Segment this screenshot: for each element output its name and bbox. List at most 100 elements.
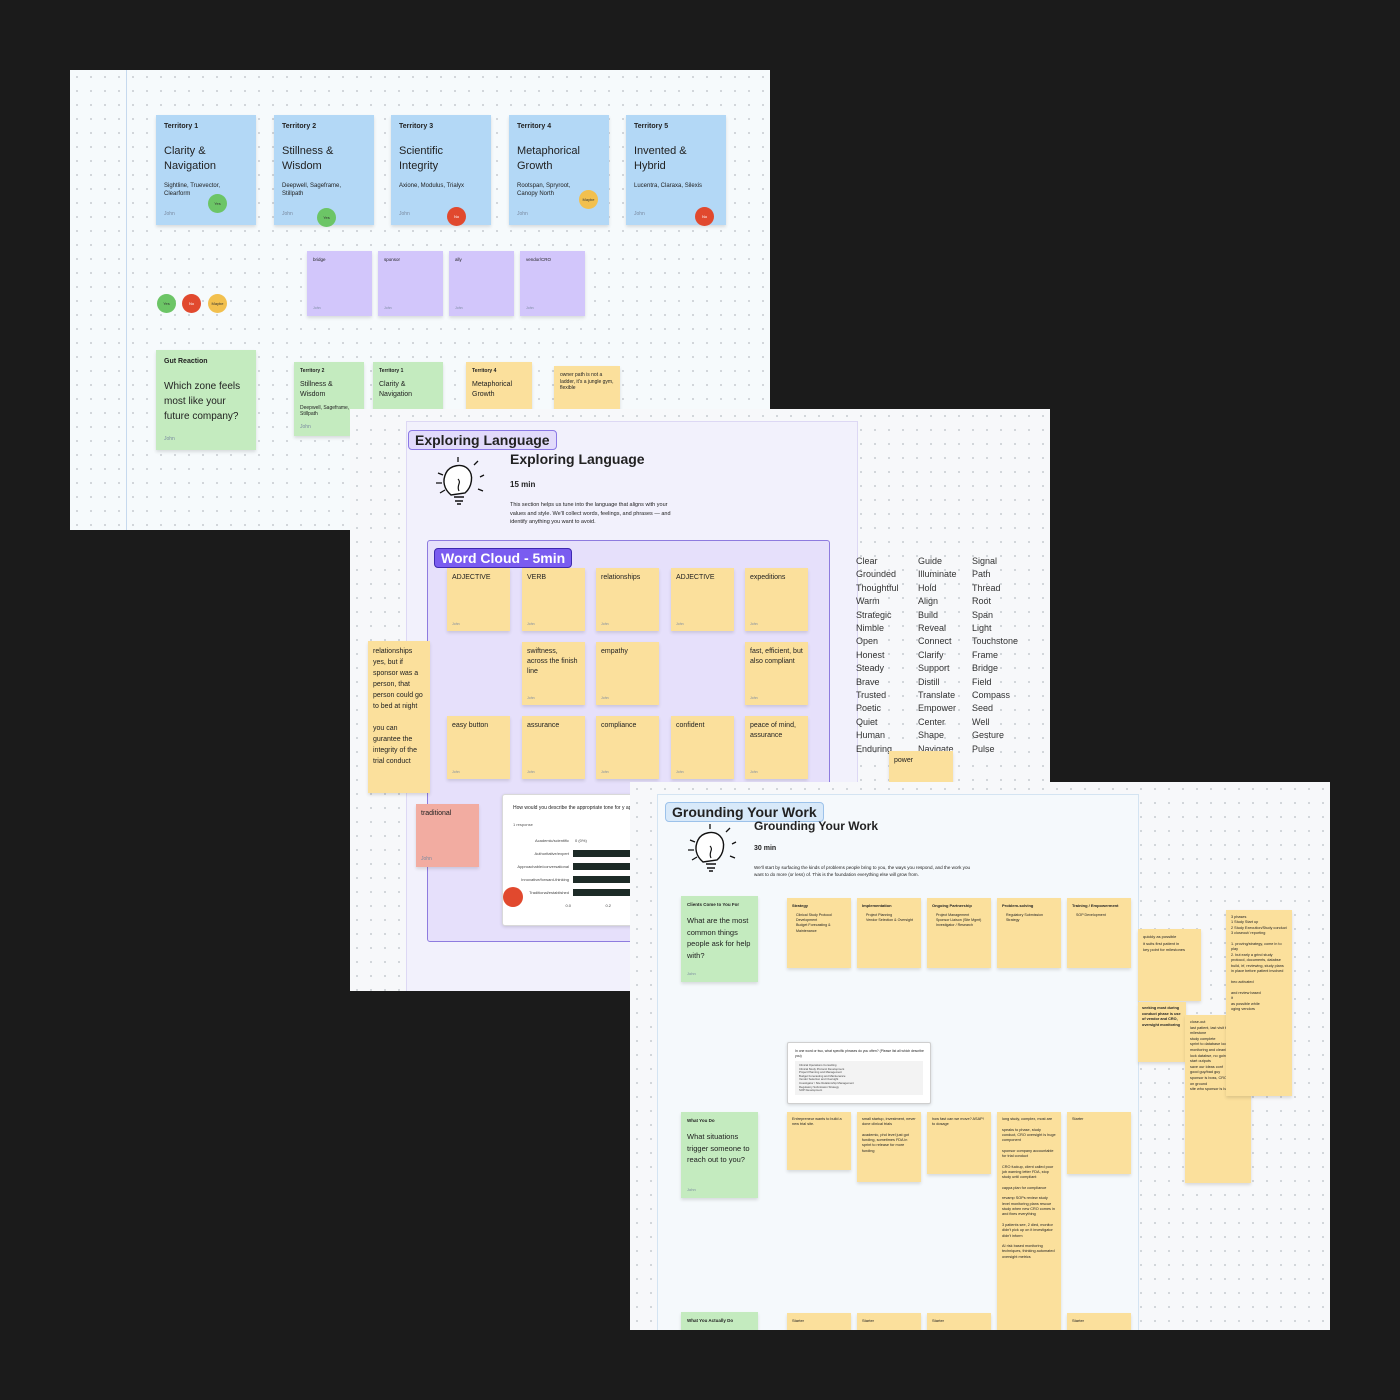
frame-title-tag[interactable]: Exploring Language <box>408 430 557 450</box>
poll-option-label: Approachable/conversational <box>517 864 569 869</box>
note-author: John <box>452 770 460 774</box>
note-bullet: Regulatory Submission Strategy <box>1006 913 1043 923</box>
note-author: John <box>399 211 410 217</box>
note-text: relationships <box>601 574 641 581</box>
prompt-clients-note[interactable]: Clients Come to You For What are the mos… <box>681 896 758 982</box>
note-label: sponsor <box>384 257 401 262</box>
note-bullet: Investigator / Research <box>936 923 973 928</box>
poll-embed-card[interactable]: How would you describe the appropriate t… <box>502 794 654 926</box>
note-title: Ongoing Partnership <box>932 903 972 908</box>
vote-dot[interactable]: Maybe <box>579 190 598 209</box>
starter-note[interactable]: Starter <box>787 1313 851 1330</box>
note-title: Training / Empowerment <box>1072 903 1119 908</box>
vote-dot[interactable]: Yes <box>208 194 227 213</box>
vote-dot[interactable]: Yes <box>317 208 336 227</box>
vote-dot[interactable] <box>503 887 523 907</box>
word-cloud-title[interactable]: Word Cloud - 5min <box>434 548 573 568</box>
word-list-item: Distill <box>918 676 940 687</box>
trigger-note[interactable]: Entrepreneur wants to build a new trial … <box>787 1112 851 1170</box>
legend-yes-dot[interactable]: Yes <box>157 294 176 313</box>
right-note-conduct[interactable]: seeking most during conduct phase is use… <box>1138 1002 1186 1062</box>
embed-line: Project Planning and Management <box>799 1070 842 1075</box>
prompt-actually-do-note[interactable]: What You Actually Do <box>681 1312 758 1330</box>
section-description: This section helps us tune into the lang… <box>510 502 671 525</box>
legend-maybe-dot[interactable]: Maybe <box>208 294 227 313</box>
note-label: vendor/CRO <box>526 257 552 262</box>
word-list-item: Touchstone <box>972 636 1019 647</box>
word-list-item: Clear <box>856 556 878 566</box>
starter-note[interactable]: Starter <box>1067 1313 1131 1330</box>
note-title: Invented & Hybrid <box>634 145 687 172</box>
gut-reaction-note[interactable]: Gut Reaction Which zone feels most like … <box>156 350 256 450</box>
traditional-note[interactable]: traditional John <box>416 804 479 867</box>
poll-responses: 1 response <box>513 822 533 827</box>
note-bullet: Project Management <box>936 913 970 917</box>
note-bullets: Regulatory Submission Strategy <box>1002 913 1056 923</box>
note-names: Deepwell, Sageframe, Stillpath <box>282 183 342 197</box>
side-comment-note[interactable]: relationships yes, but if sponsor was a … <box>368 641 430 793</box>
word-list-item: Seed <box>972 703 994 714</box>
vote-dot[interactable]: No <box>447 207 466 226</box>
trigger-note[interactable]: long study, complex, most are speaks to … <box>997 1112 1061 1330</box>
trigger-note[interactable]: Starter <box>1067 1112 1131 1174</box>
prompt-what-you-do-note[interactable]: What You Do What situations trigger some… <box>681 1112 758 1198</box>
word-list-item: Guide <box>918 556 943 566</box>
word-list-item: Nimble <box>856 623 885 633</box>
note-names: Rootspan, Spryroot, Canopy North <box>517 183 571 197</box>
trigger-note[interactable]: small startup, investment, never done cl… <box>857 1112 921 1182</box>
note-bullet: SOP Development <box>1076 913 1106 917</box>
form-embed-card[interactable]: In one word or two, what specific phrase… <box>787 1042 931 1104</box>
starter-note[interactable]: Starter <box>857 1313 921 1330</box>
embed-line: Clinical Study Protocol Development <box>799 1066 845 1071</box>
poll-question: How would you describe the appropriate t… <box>513 805 640 811</box>
poll-bar <box>573 876 653 883</box>
starter-note[interactable]: Starter <box>927 1313 991 1330</box>
note-bullet: Clinical Study Protocol Development <box>796 913 832 923</box>
frame-title-tag[interactable]: Grounding Your Work <box>665 802 824 822</box>
legend-no-dot[interactable]: No <box>182 294 201 313</box>
right-note-timing[interactable]: quickly as possible it suits first patie… <box>1138 929 1201 1001</box>
word-list-item: Hold <box>918 582 937 593</box>
note-text: long study, complex, most are speaks to … <box>1002 1117 1056 1259</box>
trigger-note[interactable]: how fast can we move? ASAP! to dosage <box>927 1112 991 1174</box>
note-label: Territory 3 <box>399 123 434 130</box>
section-heading: Grounding Your Work <box>754 819 878 833</box>
embed-line: SOP Development <box>799 1088 823 1093</box>
note-text: Starter <box>862 1318 875 1323</box>
vote-dot[interactable]: No <box>695 207 714 226</box>
word-list-item: Trusted <box>856 690 887 700</box>
word-list-item: Connect <box>918 636 952 647</box>
right-note-phases[interactable]: 3 phases 1 Study Start up 2 Study Execut… <box>1226 910 1292 1096</box>
section-duration: 30 min <box>754 845 777 852</box>
